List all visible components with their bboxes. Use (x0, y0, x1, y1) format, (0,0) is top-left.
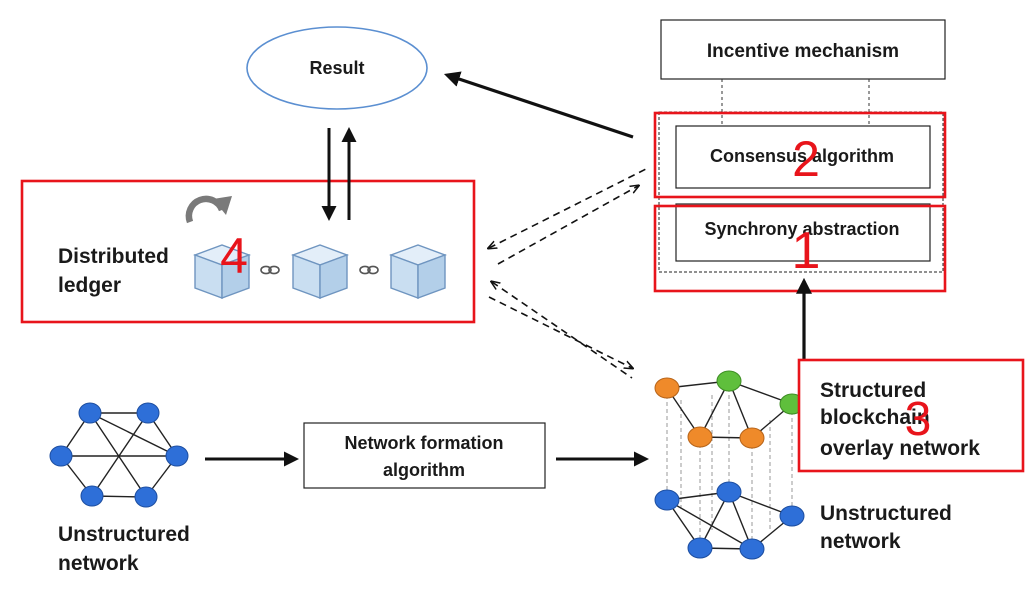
consensus-algorithm-label: Consensus algorithm (710, 146, 894, 166)
unstructured-network-right-line2: network (820, 530, 901, 553)
layer-projection-lines (666, 381, 793, 549)
highlight-box-3 (797, 358, 1025, 473)
unstructured-network-left-line2: network (58, 552, 139, 575)
refresh-icon (185, 195, 232, 224)
incentive-mechanism-label: Incentive mechanism (707, 41, 899, 62)
unstructured-network-lower-nodes (654, 481, 805, 560)
highlight-box-2 (653, 111, 947, 199)
result-label: Result (309, 58, 364, 78)
unstructured-network-nodes (49, 402, 189, 508)
arrow-consensus-to-result (443, 71, 634, 139)
block-cube-icon (292, 244, 348, 299)
dashed-arrow-ledger-overlay-b (492, 282, 633, 379)
unstructured-network-right-line1: Unstructured (820, 502, 952, 525)
result-node (246, 26, 428, 110)
overlay-network-label-line3: overlay network (820, 437, 980, 460)
overlay-network-label-line1: Structured (820, 379, 926, 402)
network-formation-box (303, 422, 546, 489)
incentive-mechanism-box (660, 19, 946, 80)
dashed-arrow-ledger-overlay-a (488, 296, 632, 368)
unstructured-network-graph (60, 412, 178, 498)
marker-1: 1 (792, 222, 821, 280)
network-formation-label-line2: algorithm (383, 460, 465, 480)
marker-2: 2 (792, 131, 820, 187)
unstructured-network-left-line1: Unstructured (58, 523, 190, 546)
overlay-network-label-line2: blockchain (820, 406, 930, 429)
block-cube-icon (390, 244, 446, 299)
dashed-arrow-ledger-consensus-b (497, 186, 638, 265)
distributed-ledger-label-line2: ledger (58, 274, 121, 297)
consensus-algorithm-box (675, 125, 931, 189)
network-formation-label-line1: Network formation (344, 433, 503, 453)
marker-4: 4 (220, 228, 248, 284)
marker-3: 3 (905, 393, 932, 446)
synchrony-abstraction-box (675, 203, 931, 262)
distributed-ledger-label-line1: Distributed (58, 245, 169, 268)
dashed-arrow-ledger-consensus-a (489, 167, 649, 248)
synchrony-abstraction-label: Synchrony abstraction (704, 219, 899, 239)
